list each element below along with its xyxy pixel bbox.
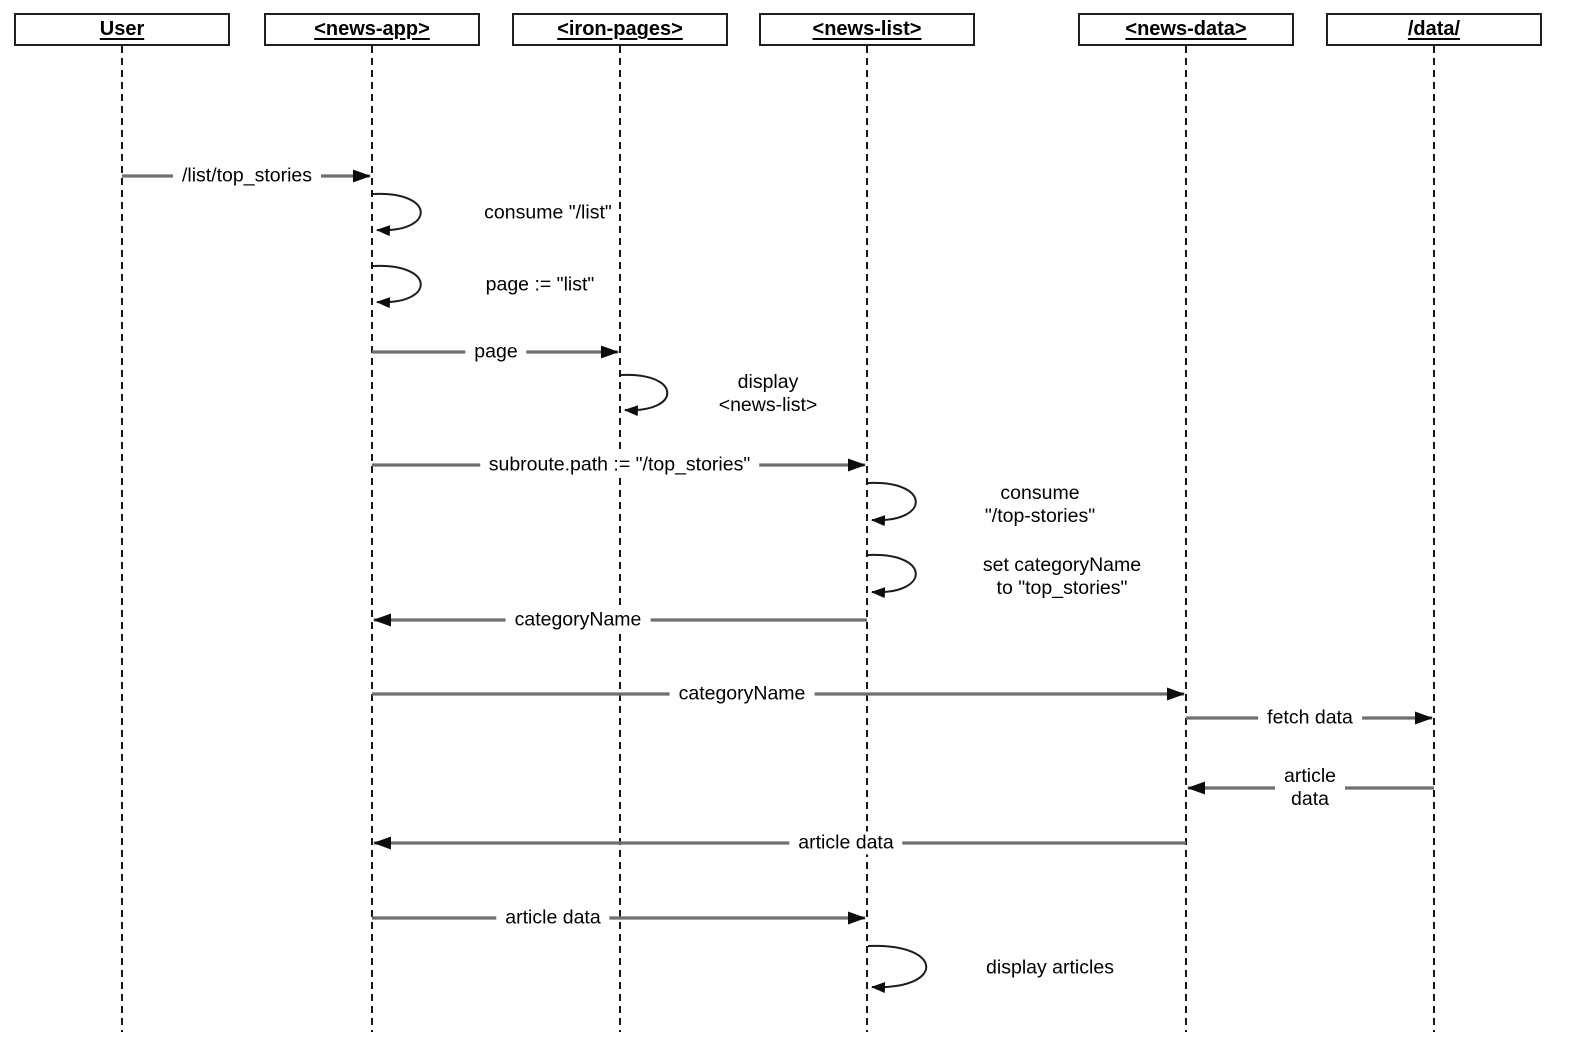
self-message-label: consume "/list" — [480, 201, 616, 225]
self-message-arrow — [372, 192, 422, 237]
participant-box-data-endpoint: /data/ — [1326, 13, 1542, 46]
message-label: page — [465, 340, 527, 364]
message-label: /list/top_stories — [172, 164, 322, 188]
self-message-label: set categoryName to "top_stories" — [978, 554, 1146, 600]
participant-label: User — [99, 18, 145, 40]
participant-label: /data/ — [1407, 18, 1461, 40]
self-message-label: page := "list" — [481, 273, 599, 297]
participant-box-iron-pages: <iron-pages> — [512, 13, 728, 46]
self-message-arrow — [867, 553, 917, 599]
self-message-arrow — [867, 944, 928, 994]
participant-label: <iron-pages> — [557, 18, 683, 40]
participant-box-news-app: <news-app> — [264, 13, 480, 46]
participant-box-news-data: <news-data> — [1078, 13, 1294, 46]
participant-box-user: User — [14, 13, 230, 46]
self-message-arrow — [372, 264, 422, 309]
message-label: fetch data — [1258, 706, 1362, 730]
participant-label: <news-data> — [1125, 18, 1247, 40]
message-label: categoryName — [669, 682, 815, 706]
self-message-arrow — [867, 481, 917, 527]
message-label: categoryName — [505, 608, 651, 632]
self-message-label: display <news-list> — [714, 371, 822, 417]
participant-label: <news-list> — [812, 18, 922, 40]
message-label: subroute.path := "/top_stories" — [479, 453, 760, 477]
self-message-label: display articles — [982, 956, 1118, 980]
participant-label: <news-app> — [314, 18, 430, 40]
participant-box-news-list: <news-list> — [759, 13, 975, 46]
message-label: article data — [1274, 765, 1346, 811]
message-label: article data — [789, 831, 903, 855]
message-label: article data — [496, 906, 610, 930]
self-message-arrow — [620, 373, 669, 417]
self-message-label: consume "/top-stories" — [980, 482, 1100, 528]
